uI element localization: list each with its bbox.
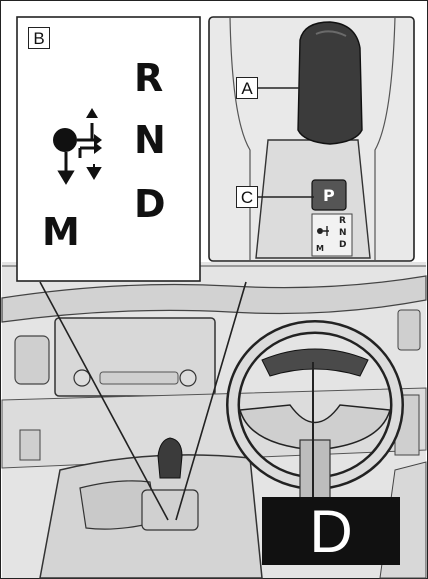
climate-buttons [100, 372, 178, 384]
control-knob-right [180, 370, 196, 386]
callout-b-label: B [28, 27, 50, 49]
gate-r-label: R [339, 216, 346, 226]
left-air-vent [15, 336, 49, 384]
right-air-vent [398, 310, 420, 350]
gate-n-label: N [339, 228, 347, 238]
callout-a-label: A [236, 77, 258, 99]
callout-c-label: C [236, 186, 258, 208]
gate-m-label: M [316, 244, 324, 253]
shifter-base-console [142, 490, 198, 530]
gear-d-label: D [134, 182, 166, 226]
gear-m-label: M [42, 210, 80, 254]
gear-n-label: N [134, 118, 166, 162]
gear-r-label: R [134, 56, 163, 100]
callout-d-label: D [262, 497, 400, 565]
control-knob-left [74, 370, 90, 386]
small-shift-lever [158, 438, 182, 478]
left-switch-panel [20, 430, 40, 460]
gate-d-label: D [339, 240, 346, 250]
shift-lever [298, 22, 362, 144]
park-button-label: P [323, 186, 335, 205]
